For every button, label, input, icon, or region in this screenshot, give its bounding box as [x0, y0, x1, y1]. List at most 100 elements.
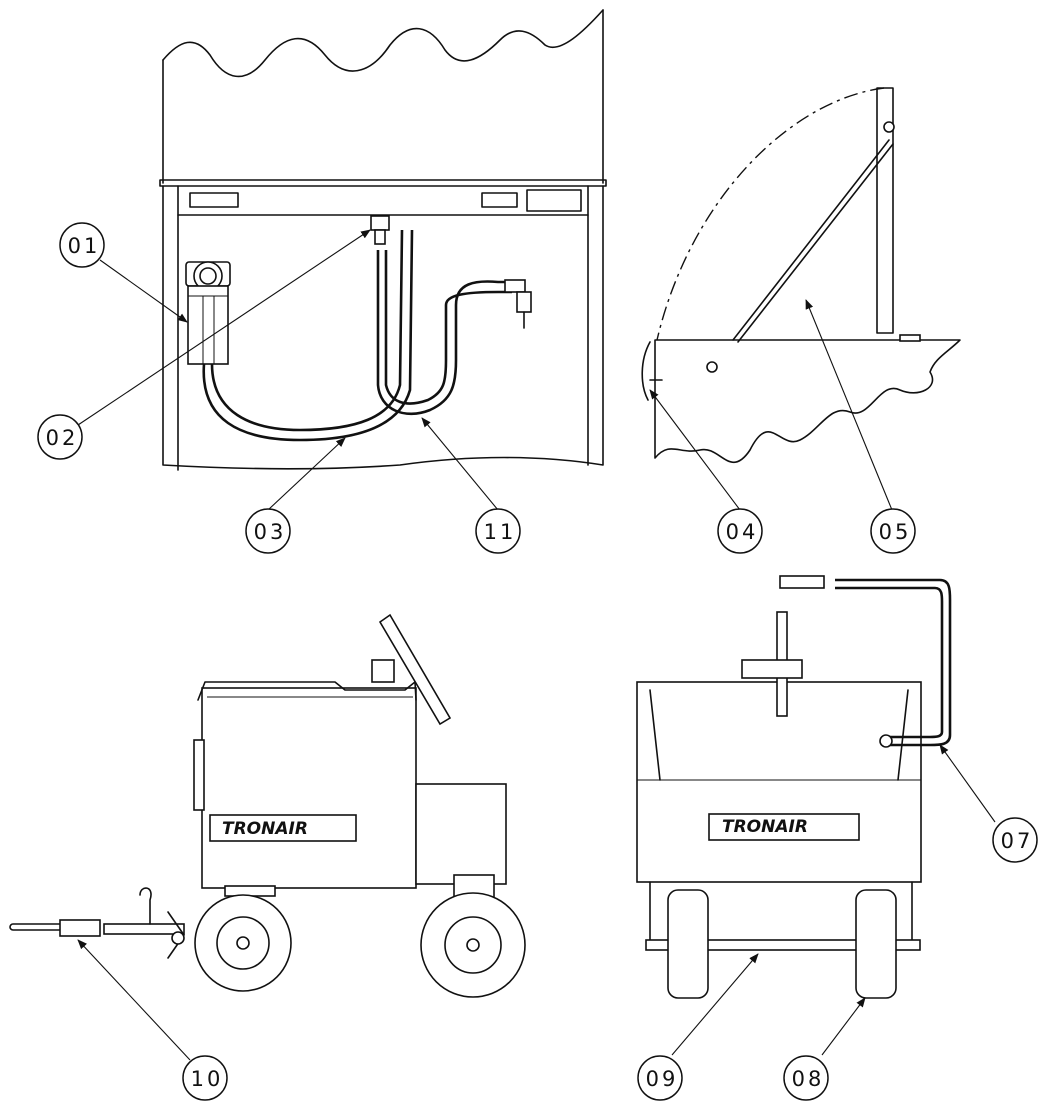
leader-09	[671, 953, 759, 1056]
callout-09-label: 09	[646, 1067, 679, 1091]
hose-drain-inner	[384, 250, 512, 405]
callout-10-label: 10	[191, 1067, 224, 1091]
front-cap-assembly	[741, 659, 803, 679]
callout-01-circle	[59, 222, 105, 268]
callout-02: 02	[37, 414, 83, 460]
leader-03	[267, 437, 346, 511]
rear-box	[415, 783, 507, 885]
callout-05: 05	[870, 508, 916, 554]
cap-fitting	[371, 659, 395, 683]
drain-fitting	[516, 291, 532, 313]
front-wheel-hub	[216, 916, 270, 970]
leader-07	[939, 744, 996, 823]
view-cart-front: TRONAIR	[636, 575, 952, 999]
leader-10	[77, 939, 191, 1061]
slot-left	[189, 192, 239, 208]
wand-nozzle	[779, 575, 825, 589]
lid-stay-rod	[732, 139, 890, 341]
panel-lid-seam	[159, 179, 607, 187]
view-cart-side: TRONAIR	[9, 613, 526, 998]
top-fitting-nut	[374, 229, 386, 245]
callout-07-circle	[992, 817, 1038, 863]
callout-11-circle	[475, 508, 521, 554]
callout-10: 10	[182, 1055, 228, 1101]
hitch-pivot	[171, 931, 185, 945]
wand-mount	[879, 734, 893, 748]
callout-04-label: 04	[726, 520, 759, 544]
front-axle	[645, 939, 921, 951]
leader-lines	[77, 229, 996, 1061]
callout-10-circle	[182, 1055, 228, 1101]
callout-11: 11	[475, 508, 521, 554]
lid-post	[876, 87, 894, 334]
filter-assembly	[185, 261, 231, 365]
side-handle	[193, 739, 205, 811]
tow-bar-sleeve	[59, 919, 101, 937]
front-wheel-right	[855, 889, 897, 999]
callout-02-label: 02	[46, 426, 79, 450]
callout-05-circle	[870, 508, 916, 554]
filter-bowl	[187, 285, 229, 365]
callout-04-circle	[717, 508, 763, 554]
panel-body	[162, 185, 604, 470]
tow-hitch	[139, 887, 185, 959]
callout-03-label: 03	[254, 520, 287, 544]
callout-02-circle	[37, 414, 83, 460]
lid-swing-arc	[656, 87, 885, 341]
leader-02	[77, 229, 371, 426]
view-rear-panel	[159, 9, 607, 471]
front-axle-mount	[224, 885, 276, 897]
callout-05-label: 05	[879, 520, 912, 544]
panel-break-line-top	[162, 9, 604, 78]
logo-plate-side	[209, 814, 357, 842]
drain-elbow	[504, 279, 526, 293]
top-fitting	[370, 215, 390, 231]
slot-right-small	[481, 192, 518, 208]
latch	[641, 341, 663, 401]
callout-08: 08	[783, 1055, 829, 1101]
lid-pivot	[883, 121, 895, 133]
callout-09: 09	[637, 1055, 683, 1101]
rear-wheel-hub	[444, 916, 502, 974]
callout-09-circle	[637, 1055, 683, 1101]
hose-wand-inner	[835, 586, 944, 739]
leader-01	[99, 259, 188, 323]
lid-stay-rod-2	[737, 143, 894, 343]
lid-handle	[378, 613, 452, 726]
post-foot	[899, 334, 921, 342]
logo-plate-front	[708, 813, 860, 841]
leader-08	[821, 997, 866, 1056]
callout-07-label: 07	[1001, 829, 1034, 853]
callout-03-circle	[245, 508, 291, 554]
hose-main-outer	[202, 229, 414, 442]
leader-04	[649, 389, 741, 511]
callout-04: 04	[717, 508, 763, 554]
front-wheel-axle	[236, 936, 250, 950]
hose-wand-outer	[835, 578, 952, 747]
slot-right-large	[526, 189, 582, 212]
callout-08-label: 08	[792, 1067, 825, 1091]
callout-03: 03	[245, 508, 291, 554]
logo-text-side: TRONAIR	[222, 819, 308, 839]
callout-01: 01	[59, 222, 105, 268]
rear-wheel-axle	[466, 938, 480, 952]
logo-text-front: TRONAIR	[722, 817, 808, 837]
stay-bracket	[706, 361, 718, 373]
side-panel-break	[654, 339, 961, 464]
tow-bar	[103, 923, 185, 935]
callout-07: 07	[992, 817, 1038, 863]
leader-11	[421, 417, 499, 511]
tank-body	[201, 687, 417, 889]
leader-05	[805, 299, 893, 511]
hose-drain-outer	[376, 250, 512, 416]
front-wheel-left	[667, 889, 709, 999]
hose-main-inner	[210, 229, 404, 432]
callout-01-label: 01	[68, 234, 101, 258]
callout-11-label: 11	[484, 520, 517, 544]
filter-head-port-inner	[199, 267, 217, 285]
view-lid-stay	[641, 87, 961, 464]
front-tank-sides	[649, 689, 909, 781]
callout-08-circle	[783, 1055, 829, 1101]
